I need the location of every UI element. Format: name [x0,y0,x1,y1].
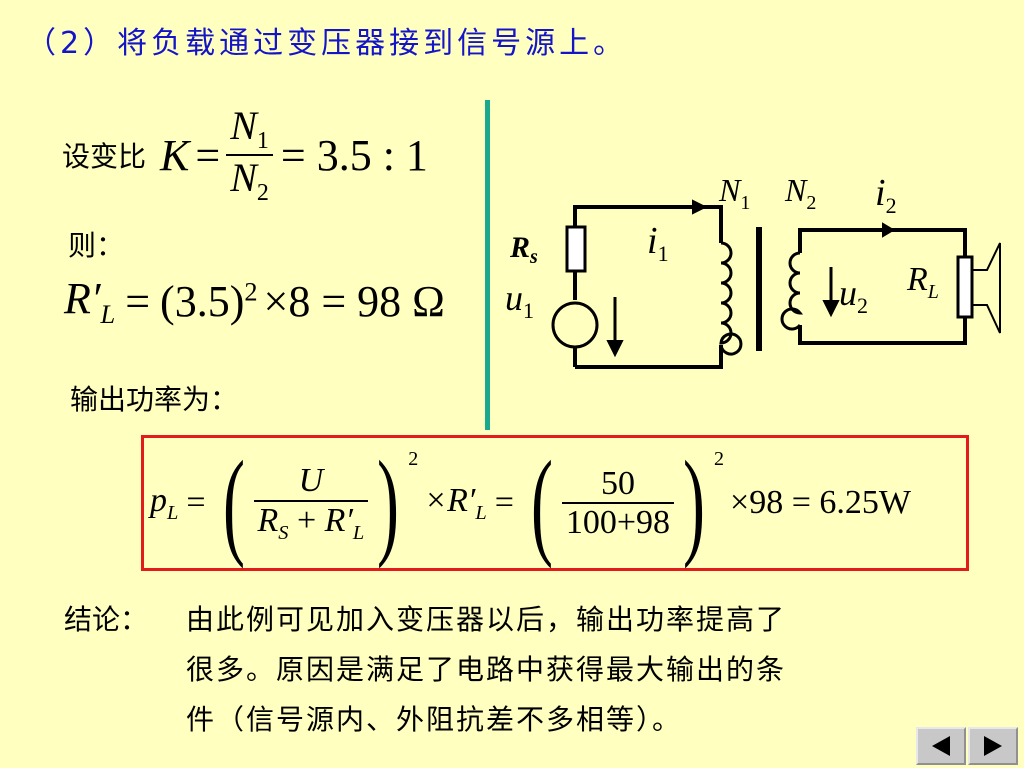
slide-title: （2）将负载通过变压器接到信号源上。 [26,26,628,61]
ratio-label: 设变比 [62,140,147,173]
u1-label: u1 [505,278,534,323]
ratio-eq: = [195,130,221,180]
then-label: 则： [68,229,125,262]
rl-eq: = [125,276,151,326]
output-power-label: 输出功率为： [70,383,239,416]
power-lhs: pL [150,481,179,524]
triangle-right-icon [984,736,1002,756]
i2-label: i2 [875,172,897,218]
u2-label: u2 [839,273,868,318]
power-eq2: = [494,484,514,521]
conclusion-line-3: 件（信号源内、外阻抗差不多相等）。 [186,703,683,736]
next-slide-button[interactable] [968,727,1018,765]
power-frac1: U RS + R′L [253,462,369,544]
i1-label: i1 [647,220,669,266]
ratio-formula: 设变比 K = N1 N2 = 3.5 : 1 [62,100,428,210]
conclusion-line-2: 很多。原因是满足了电路中获得最大输出的条 [186,653,787,686]
n1-label: N1 [718,172,750,214]
divider [485,100,490,430]
ratio-fraction: N1 N2 [226,103,273,207]
rs-label: Rs [509,231,538,268]
ratio-rhs: = 3.5 : 1 [280,130,428,180]
ratio-k: K [160,130,190,180]
rl-label: RL [906,261,939,303]
rl-rest: ×8 = 98 Ω [263,276,445,326]
power-formula-box [141,435,969,571]
conclusion-line-1: 由此例可见加入变压器以后，输出功率提高了 [186,603,787,636]
transformer-circuit: Rs u1 i1 N1 N2 i2 u2 RL [505,172,1001,369]
power-formula: pL = ( U RS + R′L ) 2 ×R′L = ( 50 100+98… [150,436,911,569]
rl-base: (3.5)2 [160,275,258,326]
power-eq1: = [186,484,206,521]
power-exp2: 2 [714,448,725,470]
power-tail: ×98 = 6.25W [730,484,911,521]
prev-slide-button[interactable] [916,727,966,765]
triangle-left-icon [932,736,950,756]
n2-label: N2 [784,172,816,214]
power-frac2: 50 100+98 [561,465,675,542]
conclusion-label: 结论： [64,603,149,636]
rl-lhs: R′L [64,273,116,329]
power-times-r: ×R′L [424,481,487,524]
power-exp1: 2 [408,448,419,470]
rl-formula: R′L = (3.5)2 ×8 = 98 Ω [64,266,445,336]
